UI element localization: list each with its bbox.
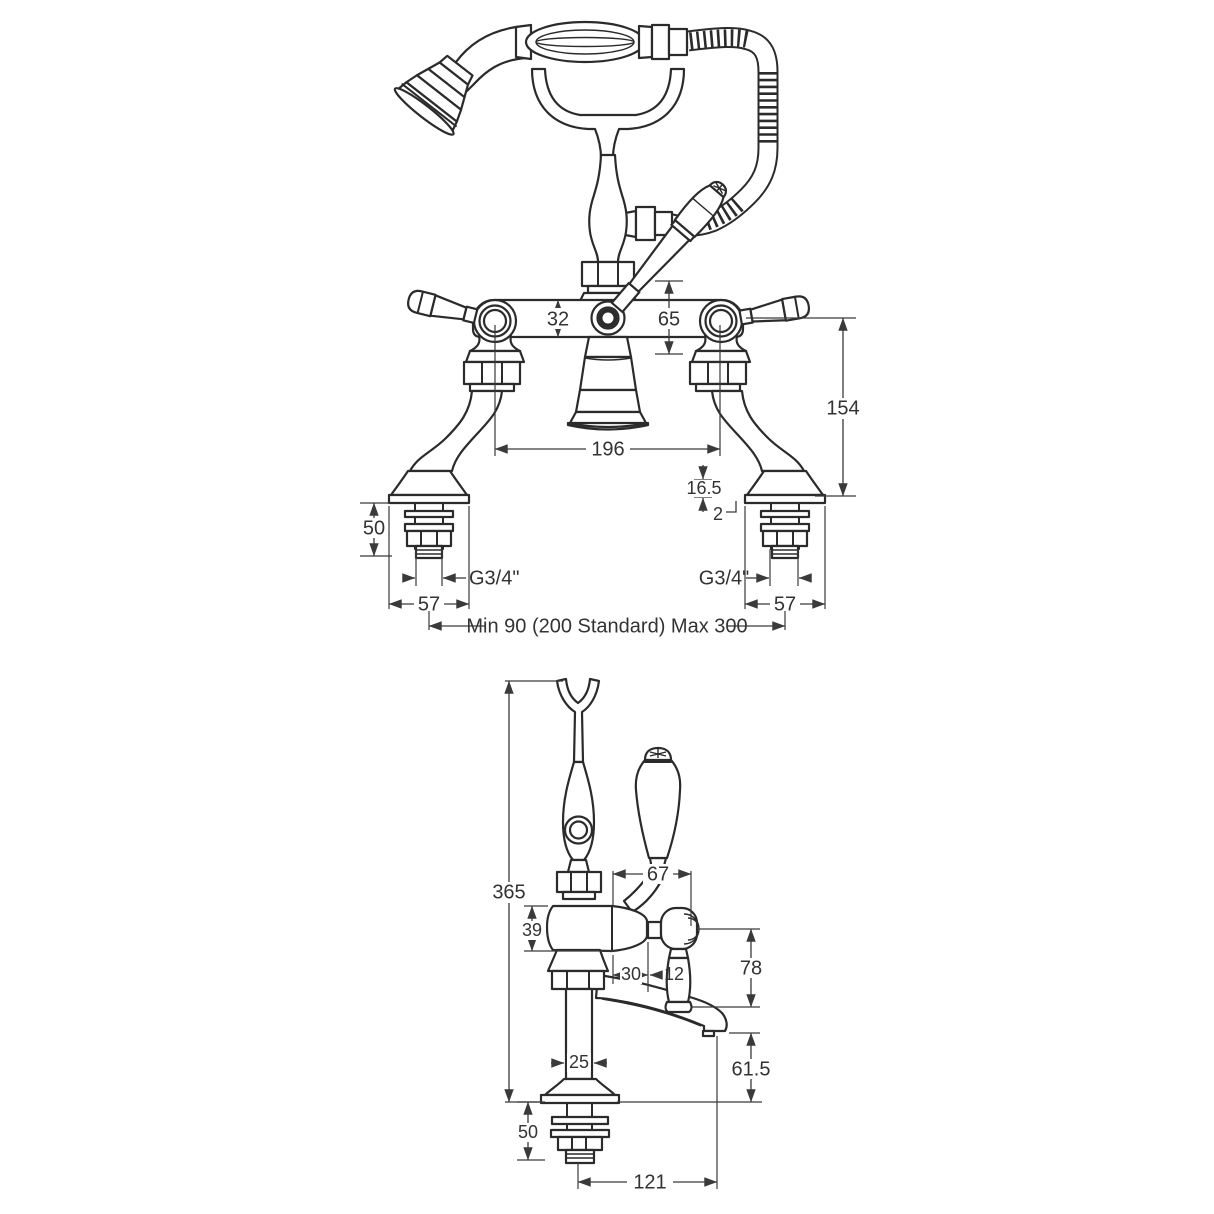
- diverter-handle-side: [664, 947, 693, 1014]
- dim-label-57-left: 57: [418, 593, 440, 615]
- dim-body-depth: 39: [518, 905, 617, 952]
- left-valve-handle: [407, 289, 479, 325]
- spout-front: [566, 335, 650, 431]
- dim-label-39: 39: [522, 920, 542, 940]
- spout-side: [594, 973, 728, 1038]
- dim-thread-left: G3/4": [402, 549, 519, 589]
- dim-label-32: 32: [547, 308, 569, 330]
- dim-label-57-right: 57: [774, 593, 796, 615]
- dim-label-2: 2: [713, 504, 723, 524]
- dim-valve-centres: 196: [494, 325, 721, 460]
- dim-diverter-drop: 78: [692, 928, 766, 1008]
- dim-valve-height: 154: [746, 317, 862, 497]
- dim-label-365: 365: [492, 881, 525, 903]
- dim-spout-clearance: 61.5: [728, 1032, 774, 1103]
- dim-label-30: 30: [621, 964, 641, 984]
- right-valve-handle: [738, 295, 811, 326]
- front-view: 32 65 154 196 16.: [359, 20, 862, 637]
- dim-label-50-left: 50: [363, 517, 385, 539]
- dim-body-rise: 32: [544, 299, 572, 338]
- dim-base-flare: 16.5: [686, 465, 722, 512]
- handset-grip: [514, 20, 689, 64]
- dim-label-12: 12: [664, 964, 684, 984]
- cradle-fork-side: [555, 677, 603, 901]
- dim-label-25: 25: [569, 1052, 589, 1072]
- dim-label-196: 196: [591, 438, 624, 460]
- side-view: 365 67 39 30 12: [489, 677, 774, 1193]
- dim-thread-right: G3/4": [699, 549, 812, 589]
- dim-centres-range: Min 90 (200 Standard) Max 300: [428, 611, 786, 637]
- shower-head: [393, 54, 474, 136]
- dim-label-centres-range: Min 90 (200 Standard) Max 300: [466, 615, 747, 637]
- dim-label-78: 78: [740, 957, 762, 979]
- dim-label-67: 67: [647, 863, 669, 885]
- shank-side: [539, 948, 621, 1165]
- dim-label-65: 65: [658, 308, 680, 330]
- dim-label-16-5: 16.5: [686, 478, 721, 498]
- dim-label-g34-left: G3/4": [469, 567, 519, 589]
- right-valve: [688, 298, 752, 393]
- diverter-lever: [610, 180, 728, 314]
- valve-body-side: [545, 904, 700, 953]
- handset-cradle: [530, 67, 686, 160]
- dim-tail-length-side: 50: [514, 1101, 545, 1161]
- dim-base-width-left: 57: [388, 506, 470, 615]
- dim-shank-diameter: 25: [551, 1052, 607, 1072]
- dim-outlet-offset: 30: [612, 942, 649, 992]
- dim-label-50-side: 50: [518, 1122, 538, 1142]
- left-leg: [387, 389, 504, 560]
- dim-label-154: 154: [826, 397, 859, 419]
- dim-tail-left: 50: [359, 502, 392, 557]
- dim-label-121: 121: [633, 1171, 666, 1193]
- left-valve: [462, 298, 526, 393]
- dim-handle-projection: 67: [612, 863, 692, 926]
- side-handle: [622, 746, 682, 914]
- dim-label-61-5: 61.5: [732, 1058, 771, 1080]
- dim-label-g34-right: G3/4": [699, 567, 749, 589]
- dim-washer: 2: [713, 501, 737, 524]
- dim-spout-projection: 121: [577, 1036, 718, 1193]
- right-leg: [710, 389, 827, 560]
- diverter-boss: [590, 300, 626, 336]
- dim-outlet-width: 12: [649, 964, 684, 984]
- hose-union: [618, 205, 674, 242]
- dim-base-width-right: 57: [744, 506, 826, 615]
- dim-body-to-outlet: 65: [655, 280, 683, 355]
- dim-overall-height: 365: [489, 680, 563, 1103]
